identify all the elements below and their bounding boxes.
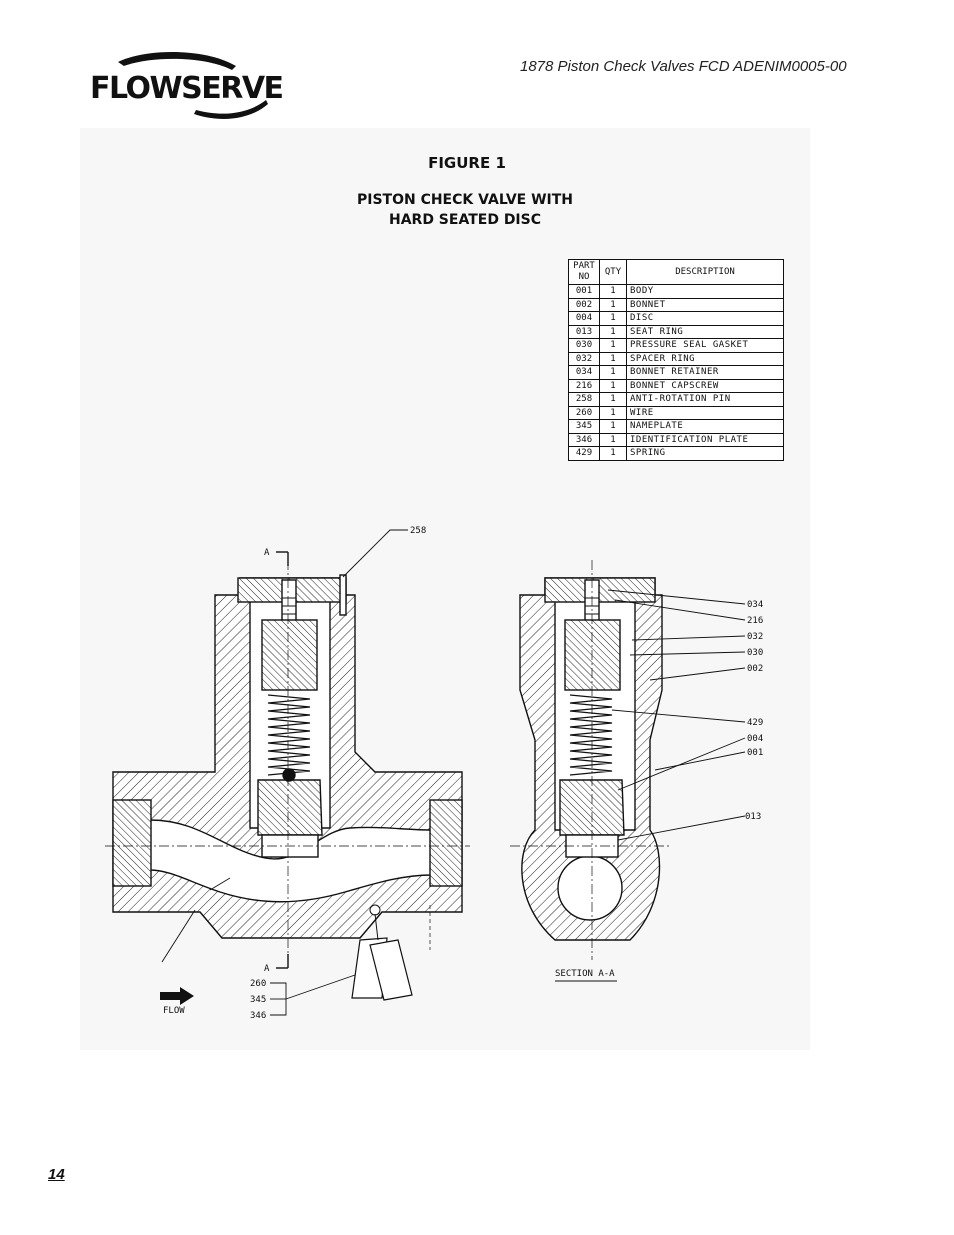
section-label: SECTION A-A [555, 969, 615, 979]
part-qty: 1 [599, 419, 627, 434]
callout-346: 346 [250, 1011, 266, 1021]
callout-004: 004 [747, 734, 763, 744]
header-description: DESCRIPTION [626, 259, 784, 285]
part-desc: BONNET RETAINER [626, 365, 784, 380]
flowserve-logo [86, 48, 286, 124]
callout-030: 030 [747, 648, 763, 658]
parts-table-header: PART NO QTY DESCRIPTION [568, 259, 784, 285]
part-desc: SEAT RING [626, 324, 784, 339]
part-desc: ANTI-ROTATION PIN [626, 392, 784, 407]
figure-caption-line1: PISTON CHECK VALVE WITH [356, 192, 574, 208]
part-desc: SPACER RING [626, 351, 784, 366]
header-qty: QTY [599, 259, 627, 285]
part-desc: WIRE [626, 405, 784, 420]
part-qty: 1 [599, 378, 627, 393]
part-qty: 1 [599, 405, 627, 420]
callout-013: 013 [745, 812, 761, 822]
part-desc: BODY [626, 284, 784, 299]
callout-034: 034 [747, 600, 763, 610]
part-qty: 1 [599, 311, 627, 326]
figure-caption-line2: HARD SEATED DISC [388, 212, 542, 228]
valve-main-view [105, 529, 470, 1016]
callout-032: 032 [747, 632, 763, 642]
callout-429: 429 [747, 718, 763, 728]
part-qty: 1 [599, 284, 627, 299]
part-desc: PRESSURE SEAL GASKET [626, 338, 784, 353]
figure-number: FIGURE 1 [428, 154, 506, 172]
part-no: 260 [568, 405, 600, 420]
logo-wordmark: FLOWSERVE [90, 71, 284, 106]
part-no: 429 [568, 446, 600, 461]
part-no: 001 [568, 284, 600, 299]
callout-001: 001 [747, 748, 763, 758]
part-desc: NAMEPLATE [626, 419, 784, 434]
section-mark-bottom: A [264, 964, 270, 974]
valve-section-view [510, 560, 746, 982]
callout-260: 260 [250, 979, 266, 989]
part-no: 216 [568, 378, 600, 393]
callout-258: 258 [410, 526, 426, 536]
part-desc: BONNET [626, 297, 784, 312]
part-no: 030 [568, 338, 600, 353]
callout-216: 216 [747, 616, 763, 626]
callout-002: 002 [747, 664, 763, 674]
part-desc: DISC [626, 311, 784, 326]
flow-label: FLOW [163, 1006, 185, 1016]
document-title: 1878 Piston Check Valves FCD ADENIM0005-… [520, 58, 847, 75]
logo-swoosh-icon [118, 51, 268, 119]
part-desc: BONNET CAPSCREW [626, 378, 784, 393]
part-qty: 1 [599, 351, 627, 366]
page-number: 14 [48, 1166, 65, 1183]
section-mark-top: A [264, 548, 270, 558]
callout-345: 345 [250, 995, 266, 1005]
part-desc: IDENTIFICATION PLATE [626, 432, 784, 447]
part-desc: SPRING [626, 446, 784, 461]
flow-arrow-icon [160, 987, 194, 1005]
